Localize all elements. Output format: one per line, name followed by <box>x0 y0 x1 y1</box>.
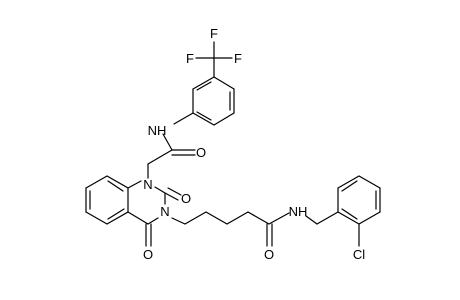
bond-ar2-3 <box>358 175 381 189</box>
bond-benz-2 <box>85 175 108 189</box>
atom-f-left: F <box>186 51 194 66</box>
atom-n3: N <box>160 204 169 219</box>
bond-ar2-inner-3 <box>341 208 358 220</box>
bond-chain-5 <box>247 211 270 225</box>
bond-ar2-2 <box>337 175 360 189</box>
bond-nh-ch2 <box>305 215 318 225</box>
bond-benz-inner-3 <box>107 208 125 220</box>
bond-ar1-6 <box>192 76 215 90</box>
bond-c2-o-b <box>167 187 182 196</box>
atom-f-top: F <box>210 26 218 41</box>
bond-ar2-5 <box>358 211 381 225</box>
bond-ar2-6 <box>337 211 360 225</box>
bond-chain-1 <box>171 217 186 225</box>
bond-amide-nh <box>268 212 290 225</box>
bond-benz-5 <box>106 211 129 225</box>
atom-nh-right: NH <box>289 204 308 219</box>
bond-ar1-inner-2 <box>196 111 212 121</box>
bond-c8a-n1 <box>127 180 142 189</box>
bond-chain-2 <box>184 211 207 225</box>
bond-n1-c2 <box>154 186 166 194</box>
atom-n1: N <box>143 177 152 192</box>
bond-ch2-benzyl <box>316 211 339 225</box>
bond-ar1-1 <box>213 76 235 90</box>
bond-ar1-3 <box>213 112 235 126</box>
bond-nh-carbonyl <box>162 133 173 151</box>
bond-ar1-inner-3 <box>196 81 212 91</box>
bonds <box>85 41 381 247</box>
bond-c4-c4a <box>127 211 149 225</box>
bond-nh-aryl <box>173 112 194 125</box>
bond-c2-o-a <box>164 192 179 201</box>
atom-f-right: F <box>234 51 242 66</box>
bond-ar2-inner-1 <box>341 180 358 192</box>
atom-labels: F F F NH O N O N O NH O Cl <box>143 26 365 262</box>
atom-o-c2: O <box>181 191 191 206</box>
bond-n3-c4 <box>147 217 159 225</box>
bond-chain-3 <box>205 211 228 225</box>
atom-o-c4: O <box>143 247 153 262</box>
bond-carbonyl-ch2 <box>147 149 173 165</box>
atom-o-right-amide: O <box>264 247 274 262</box>
bond-chain-4 <box>226 211 249 225</box>
bond-benz-1 <box>106 175 129 189</box>
atom-o-top-amide: O <box>196 145 206 160</box>
bond-ar1-4 <box>192 112 215 126</box>
bond-benz-inner-1 <box>107 180 124 192</box>
atom-cl: Cl <box>353 247 365 262</box>
atom-nh-top: NH <box>148 123 167 138</box>
bond-benz-4 <box>85 211 108 225</box>
